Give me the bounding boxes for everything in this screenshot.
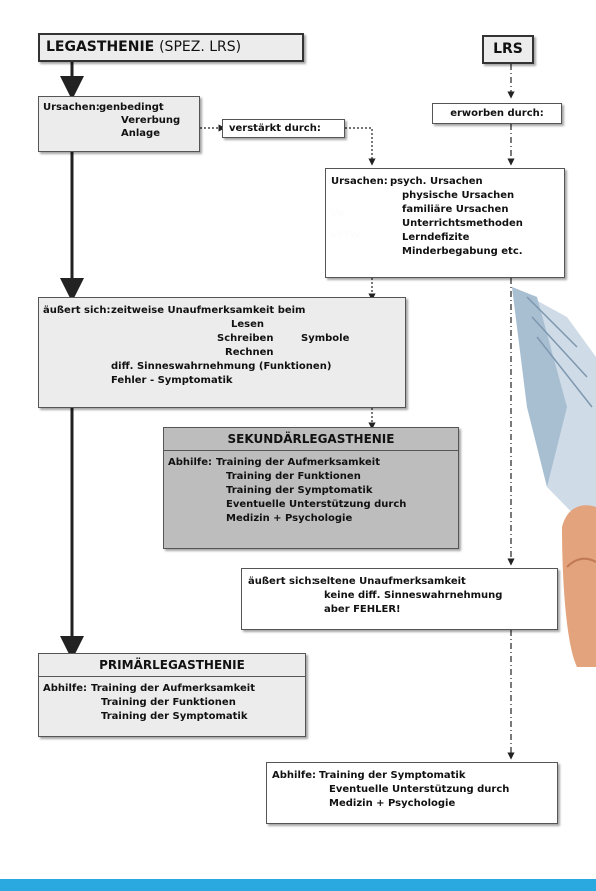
aeussert-sich-box: äußert sich: zeitweise Unaufmerksamkeit … xyxy=(38,297,406,408)
primaer-line: Training der Aufmerksamkeit xyxy=(91,683,255,694)
abhilfe-lrs-line: Eventuelle Unterstützung durch xyxy=(329,784,510,795)
sekundaer-title: SEKUNDÄRLEGASTHENIE xyxy=(164,428,458,451)
aeussert-line: zeitweise Unaufmerksamkeit beim xyxy=(111,305,306,316)
ursachen-psych-line: physische Ursachen xyxy=(402,190,515,201)
aeussert-lrs-label: äußert sich: xyxy=(248,576,316,587)
sekundaer-line: Medizin + Psychologie xyxy=(226,513,353,524)
ursachen-psych-line: Lerndefizite xyxy=(402,232,470,243)
legasthenie-subtitle: (SPEZ. LRS) xyxy=(159,39,242,55)
sekundaer-line: Training der Symptomatik xyxy=(226,485,373,496)
primaer-line: Training der Symptomatik xyxy=(101,711,248,722)
aeussert-symbole: Symbole xyxy=(301,333,350,344)
aeussert-lrs-line: keine diff. Sinneswahrnehmung xyxy=(324,590,503,601)
ursachen-genbedingt-box: Ursachen: genbedingt Vererbung Anlage xyxy=(38,96,200,152)
ursachen-psych-line: familiäre Ursachen xyxy=(402,204,509,215)
primaer-title: PRIMÄRLEGASTHENIE xyxy=(39,654,305,677)
aeussert-line: Rechnen xyxy=(225,347,274,358)
aeussert-line: Fehler - Symptomatik xyxy=(111,375,233,386)
bottom-accent-bar xyxy=(0,879,596,891)
sekundaer-line: Eventuelle Unterstützung durch xyxy=(226,499,407,510)
verstaerkt-label: verstärkt durch: xyxy=(229,123,321,134)
aeussert-line: Lesen xyxy=(231,319,265,330)
sekundaer-line: Training der Aufmerksamkeit xyxy=(216,457,380,468)
sekundaerlegasthenie-box: SEKUNDÄRLEGASTHENIE Abhilfe: Training de… xyxy=(163,427,459,549)
abhilfe-lrs-line: Training der Symptomatik xyxy=(319,770,466,781)
aeussert-lrs-line: aber FEHLER! xyxy=(324,604,401,615)
abhilfe-lrs-label: Abhilfe: xyxy=(272,770,317,781)
aeussert-line: Schreiben xyxy=(217,333,274,344)
ursachen-psych-line: psych. Ursachen xyxy=(390,176,483,187)
ursachen-label: Ursachen: xyxy=(43,102,100,113)
verstaerkt-durch-box: verstärkt durch: xyxy=(222,119,345,138)
ursachen-psych-line: Minderbegabung etc. xyxy=(402,246,523,257)
dotted-verstaerkt-to-ursachen xyxy=(345,127,376,166)
lrs-title-box: LRS xyxy=(482,35,534,64)
aeussert-sich-lrs-box: äußert sich: seltene Unaufmerksamkeit ke… xyxy=(241,568,558,630)
erworben-label: erworben durch: xyxy=(450,108,544,119)
erworben-durch-box: erworben durch: xyxy=(432,103,562,124)
primaer-line: Training der Funktionen xyxy=(101,697,236,708)
hand-with-paper-photo xyxy=(512,287,596,667)
ursachen-psych-label: Ursachen: xyxy=(331,176,388,187)
ursachen-psych-line: Unterrichtsmethoden xyxy=(402,218,523,229)
aeussert-label: äußert sich: xyxy=(43,305,111,316)
ursachen-line: Anlage xyxy=(121,128,160,139)
legasthenie-title-box: LEGASTHENIE (SPEZ. LRS) xyxy=(38,33,304,62)
ursachen-line: genbedingt xyxy=(99,102,164,113)
primaer-abhilfe-label: Abhilfe: xyxy=(43,683,88,694)
aeussert-lrs-line: seltene Unaufmerksamkeit xyxy=(314,576,466,587)
sekundaer-line: Training der Funktionen xyxy=(226,471,361,482)
abhilfe-lrs-box: Abhilfe: Training der Symptomatik Eventu… xyxy=(266,762,558,824)
primaerlegasthenie-box: PRIMÄRLEGASTHENIE Abhilfe: Training der … xyxy=(38,653,306,737)
ursachen-psych-box: Ursachen: psych. Ursachen physische Ursa… xyxy=(325,168,565,278)
abhilfe-lrs-line: Medizin + Psychologie xyxy=(329,798,456,809)
ursachen-line: Vererbung xyxy=(121,115,181,126)
lrs-title: LRS xyxy=(493,41,523,57)
aeussert-line: diff. Sinneswahrnehmung (Funktionen) xyxy=(111,361,332,372)
legasthenie-title: LEGASTHENIE xyxy=(46,39,155,55)
sekundaer-abhilfe-label: Abhilfe: xyxy=(168,457,213,468)
